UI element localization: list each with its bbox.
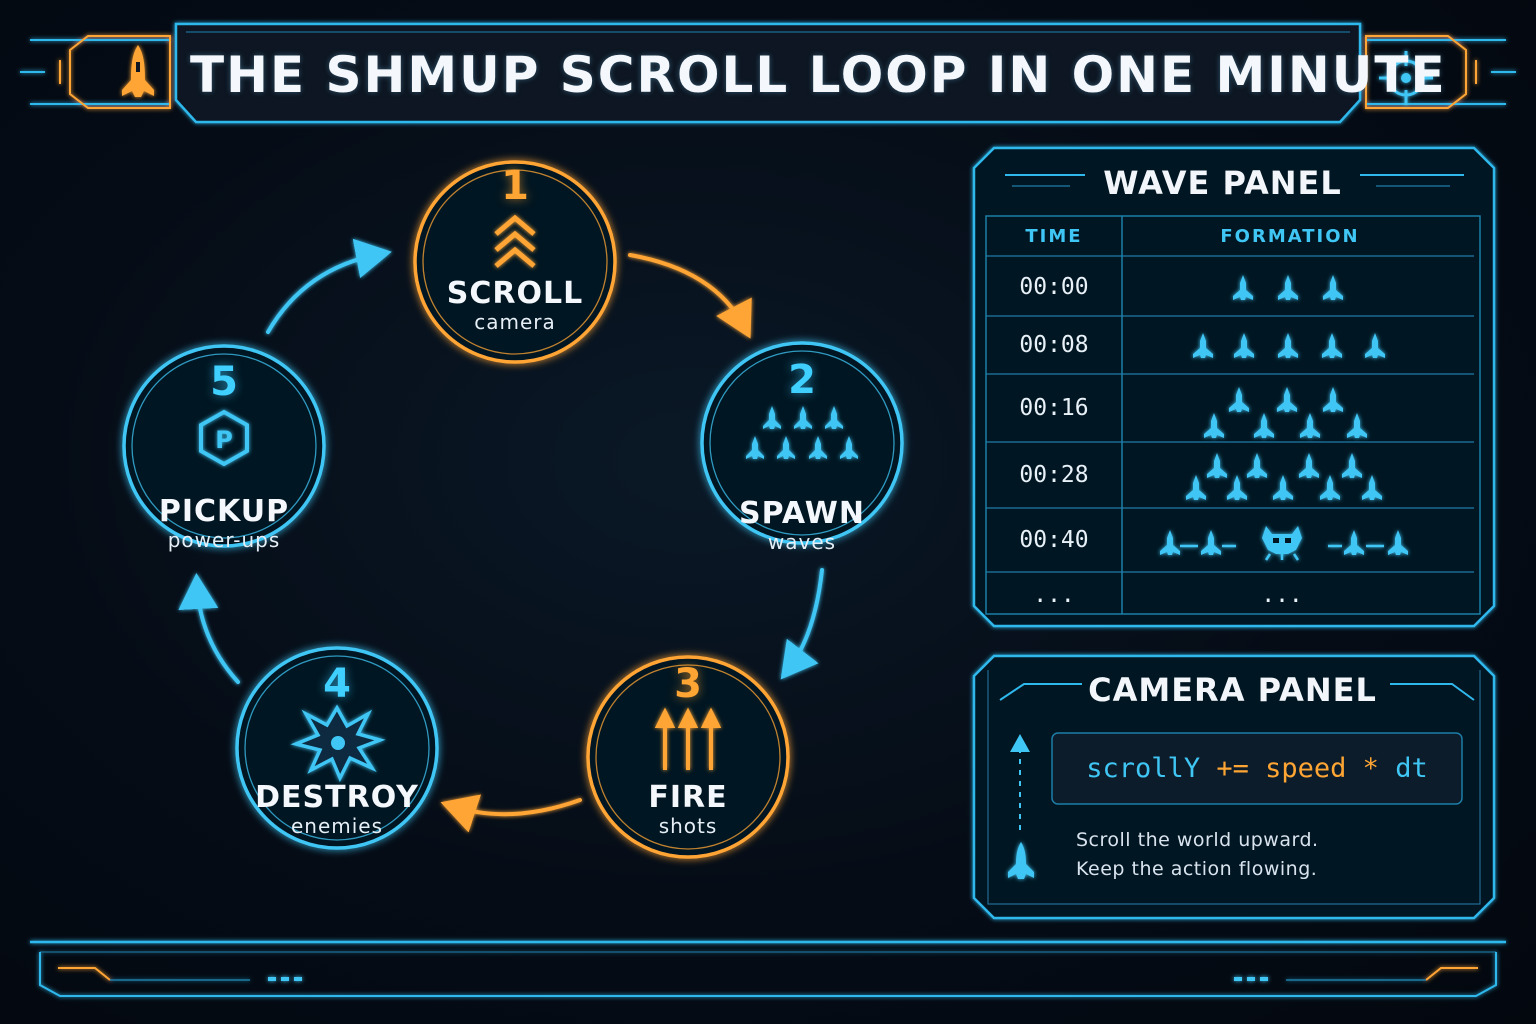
shots-arrows-icon bbox=[654, 707, 722, 770]
step-sublabel: power-ups bbox=[167, 528, 281, 552]
code-operator: += bbox=[1216, 753, 1249, 784]
wave-time-cell: 00:08 bbox=[1019, 332, 1089, 358]
wave-panel-frame bbox=[972, 146, 1496, 628]
scroll-code-snippet: scrollY += speed * dt bbox=[1052, 733, 1462, 804]
formation-row-5 bbox=[1160, 526, 1408, 561]
camera-note-2: Keep the action flowing. bbox=[1076, 858, 1318, 880]
step-number: 4 bbox=[323, 661, 351, 707]
step-number: 1 bbox=[501, 163, 529, 209]
step-label: SCROLL bbox=[446, 276, 584, 311]
step-number: 3 bbox=[674, 661, 702, 707]
camera-note-1: Scroll the world upward. bbox=[1076, 829, 1319, 851]
loop-arrows bbox=[178, 238, 824, 833]
column-header-formation: FORMATION bbox=[1220, 226, 1360, 247]
loop-step-pickup: 5 PICKUP power-ups bbox=[144, 362, 304, 552]
step-number: 2 bbox=[788, 357, 816, 403]
crosshair-icon bbox=[1379, 51, 1433, 105]
loop-step-scroll: 1 SCROLL camera bbox=[435, 166, 595, 334]
step-sublabel: waves bbox=[767, 530, 837, 554]
step-label: PICKUP bbox=[158, 494, 290, 529]
step-number: 5 bbox=[210, 359, 238, 405]
step-sublabel: enemies bbox=[290, 814, 384, 838]
wave-time-more: ... bbox=[1033, 582, 1075, 608]
rocket-ship-icon bbox=[122, 45, 154, 97]
page-title: THE SHMUP SCROLL LOOP IN ONE MINUTE bbox=[190, 46, 1447, 104]
powerup-hexagon-icon: P bbox=[199, 409, 249, 467]
code-speed: speed bbox=[1265, 753, 1347, 784]
wave-panel-title: WAVE PANEL bbox=[1103, 164, 1342, 202]
wave-time-cell: 00:00 bbox=[1019, 274, 1089, 300]
loop-step-spawn: 2 SPAWN waves bbox=[722, 360, 882, 554]
column-header-time: TIME bbox=[1025, 226, 1083, 247]
code-variable: scrollY bbox=[1086, 753, 1201, 784]
step-label: FIRE bbox=[648, 780, 728, 815]
footer-frame bbox=[30, 940, 1506, 997]
header-frame bbox=[20, 22, 1516, 124]
code-multiply: * bbox=[1362, 753, 1379, 784]
step-label: DESTROY bbox=[255, 780, 419, 815]
camera-panel-title: CAMERA PANEL bbox=[1088, 671, 1377, 709]
loop-step-destroy: 4 DESTROY enemies bbox=[247, 664, 427, 838]
wave-formation-more: ... bbox=[1261, 582, 1303, 608]
step-sublabel: shots bbox=[658, 814, 718, 838]
player-ship-icon bbox=[1008, 842, 1034, 879]
step-sublabel: camera bbox=[474, 310, 556, 334]
wave-time-cell: 00:28 bbox=[1019, 462, 1089, 488]
wave-time-cell: 00:40 bbox=[1019, 527, 1089, 553]
double-chevron-up-icon bbox=[494, 214, 536, 268]
powerup-letter: P bbox=[215, 426, 233, 454]
boss-ship-icon bbox=[1262, 526, 1302, 561]
code-dt: dt bbox=[1395, 753, 1428, 784]
loop-step-fire: 3 FIRE shots bbox=[608, 664, 768, 838]
camera-panel-frame bbox=[972, 654, 1496, 920]
step-label: SPAWN bbox=[739, 496, 865, 531]
wave-time-cell: 00:16 bbox=[1019, 395, 1089, 421]
explosion-icon bbox=[290, 704, 386, 783]
